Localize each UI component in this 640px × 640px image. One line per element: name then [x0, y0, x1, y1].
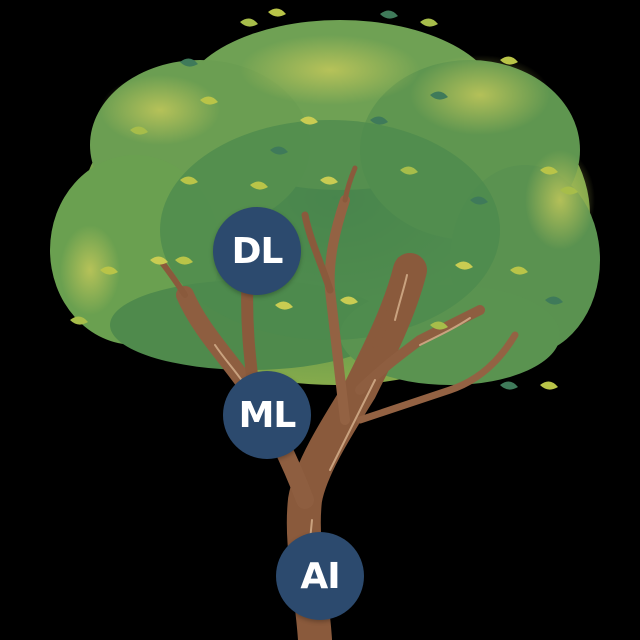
node-ai-label: AI	[300, 555, 340, 597]
node-dl: DL	[213, 207, 301, 295]
node-ai: AI	[276, 532, 364, 620]
node-dl-label: DL	[231, 230, 284, 272]
tree-canopy	[50, 20, 600, 385]
node-ml-label: ML	[238, 394, 297, 436]
tree-leaves	[70, 8, 578, 390]
node-ml: ML	[223, 371, 311, 459]
